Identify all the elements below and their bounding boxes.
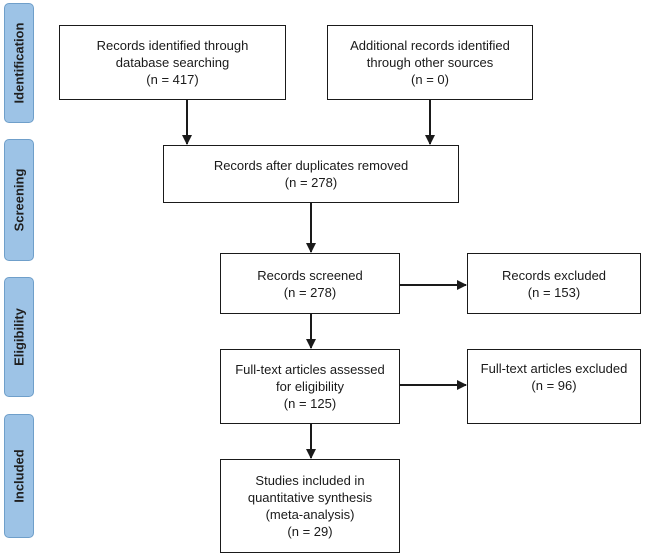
box-other-sources-line: through other sources (366, 55, 494, 70)
box-fulltext-excluded: Full-text articles excluded (n = 96) (467, 349, 641, 424)
box-duplicates-line: Records after duplicates removed (213, 158, 409, 173)
phase-included: Included (4, 414, 34, 538)
box-database-line: Records identified through (96, 38, 249, 53)
box-included-line: Studies included in (255, 473, 365, 488)
box-fulltext-assessed: Full-text articles assessed for eligibil… (220, 349, 400, 424)
box-included-line: quantitative synthesis (247, 490, 373, 505)
phase-screening: Screening (4, 139, 34, 261)
box-included-line: (meta-analysis) (265, 507, 355, 522)
box-fulltext-assessed-line: Full-text articles assessed (235, 362, 385, 377)
box-database-count: (n = 417) (146, 72, 199, 87)
box-duplicates-count: (n = 278) (284, 175, 338, 190)
box-duplicates-removed: Records after duplicates removed (n = 27… (163, 145, 459, 203)
box-records-screened: Records screened (n = 278) (220, 253, 400, 314)
box-excluded-line: Records excluded (501, 267, 607, 283)
box-studies-included: Studies included in quantitative synthes… (220, 459, 400, 553)
box-excluded-count: (n = 153) (527, 284, 581, 300)
box-other-sources: Additional records identified through ot… (327, 25, 533, 100)
box-screened-line: Records screened (257, 267, 363, 283)
box-database-records: Records identified through database sear… (59, 25, 286, 100)
box-included-count: (n = 29) (287, 524, 333, 539)
box-fulltext-excluded-count: (n = 96) (531, 378, 577, 393)
box-other-sources-line: Additional records identified (350, 38, 510, 53)
box-database-line: database searching (115, 55, 230, 70)
box-records-excluded: Records excluded (n = 153) (467, 253, 641, 314)
box-fulltext-excluded-line: Full-text articles excluded (480, 361, 628, 376)
box-fulltext-assessed-line: for eligibility (276, 379, 344, 394)
phase-eligibility: Eligibility (4, 277, 34, 397)
box-screened-count: (n = 278) (283, 284, 337, 300)
box-other-sources-count: (n = 0) (411, 72, 449, 87)
box-fulltext-assessed-count: (n = 125) (283, 396, 337, 411)
phase-identification: Identification (4, 3, 34, 123)
